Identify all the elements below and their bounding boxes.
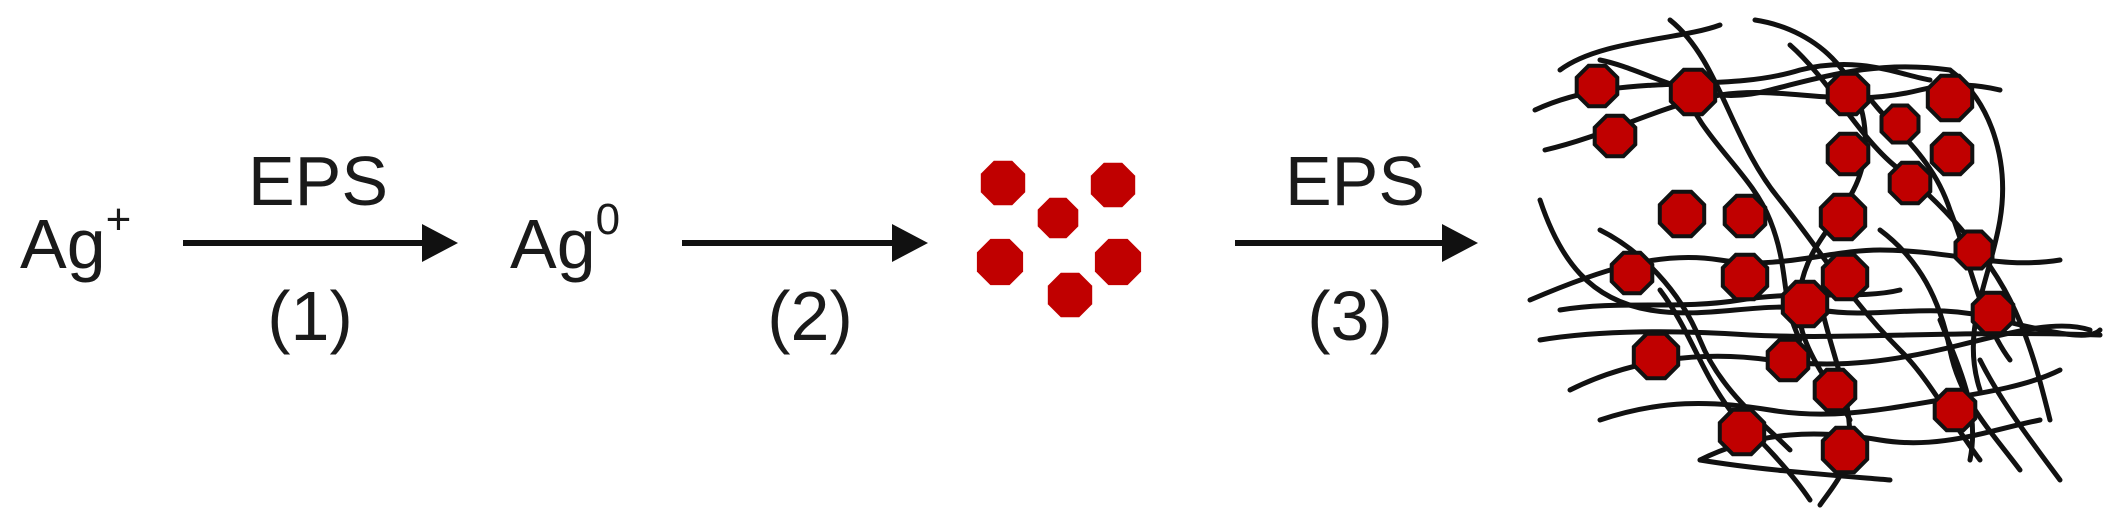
reactant-charge: + [106, 195, 132, 244]
step-1-arrow [183, 224, 458, 262]
octagon-nanoparticle-icon [1765, 337, 1811, 383]
step-2-arrow [682, 224, 928, 262]
arrow-head [892, 224, 928, 262]
octagon-nanoparticle-icon [1592, 113, 1638, 159]
eps-fiber [1597, 367, 2063, 423]
step-1-reagent: EPS [248, 142, 388, 220]
octagon-nanoparticle-icon [1953, 229, 1995, 271]
embedded-nanoparticles [1574, 63, 2016, 475]
octagon-nanoparticle-icon [1925, 73, 1975, 123]
octagon-nanoparticle-icon [1631, 331, 1681, 381]
octagon-nanoparticle-icon [1970, 290, 2016, 336]
octagon-nanoparticle-icon [1929, 131, 1975, 177]
octagon-nanoparticle-icon [1609, 250, 1655, 296]
octagon-nanoparticle-icon [1818, 192, 1868, 242]
polymer-network-icon [1527, 17, 2103, 508]
octagon-nanoparticle-icon [1574, 63, 1620, 109]
octagon-nanoparticle-icon [1090, 162, 1136, 208]
eps-fiber [1557, 22, 1723, 73]
octagon-nanoparticle-icon [976, 238, 1024, 286]
octagon-nanoparticle-icon [1887, 160, 1933, 206]
octagon-nanoparticle-icon [1825, 71, 1871, 117]
octagon-nanoparticle-icon [1668, 67, 1718, 117]
eps-fiber [1977, 357, 2063, 483]
octagon-nanoparticle-icon [1812, 367, 1858, 413]
step-3-arrow [1235, 224, 1478, 262]
octagon-nanoparticle-icon [1720, 252, 1770, 302]
step-2-number: (2) [767, 277, 853, 355]
octagon-nanoparticle-icon [1094, 238, 1142, 286]
free-nanoparticle-cluster [976, 160, 1142, 318]
intermediate-charge: 0 [596, 195, 620, 244]
arrow-head [422, 224, 458, 262]
octagon-nanoparticle-icon [1932, 387, 1978, 433]
octagon-nanoparticle-icon [1820, 425, 1870, 475]
intermediate-label: Ag0 [510, 195, 620, 283]
intermediate-symbol: Ag [510, 205, 596, 283]
eps-fiber [1597, 57, 1953, 98]
step-1-number: (1) [267, 277, 353, 355]
arrow-head [1442, 224, 1478, 262]
octagon-nanoparticle-icon [980, 160, 1026, 206]
octagon-nanoparticle-icon [1722, 193, 1768, 239]
eps-fiber [1667, 17, 1983, 463]
octagon-nanoparticle-icon [1037, 197, 1079, 239]
octagon-nanoparticle-icon [1780, 279, 1830, 329]
step-3-number: (3) [1307, 277, 1393, 355]
step-3-reagent: EPS [1285, 142, 1425, 220]
octagon-nanoparticle-icon [1717, 407, 1767, 457]
octagon-nanoparticle-icon [1879, 103, 1921, 145]
octagon-nanoparticle-icon [1657, 189, 1707, 239]
octagon-nanoparticle-icon [1825, 131, 1871, 177]
eps-fiber [1697, 457, 1893, 483]
reactant-label: Ag+ [20, 195, 131, 283]
octagon-nanoparticle-icon [1047, 272, 1093, 318]
eps-fiber [1947, 67, 2005, 393]
reactant-symbol: Ag [20, 205, 106, 283]
octagon-nanoparticle-icon [1820, 252, 1870, 302]
